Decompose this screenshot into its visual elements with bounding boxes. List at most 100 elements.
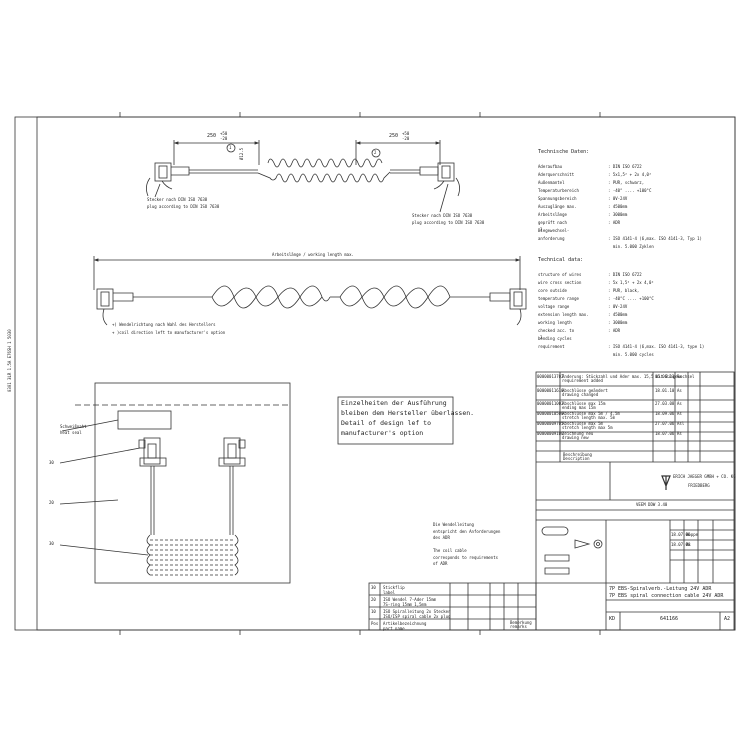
tech-row-key: geprüft nach	[538, 220, 567, 225]
detail-note-line: bleiben dem Hersteller überlassen.	[341, 409, 475, 417]
rev-row-de: Abschlüsse geändert	[562, 388, 608, 393]
tech-row-value: min. 5.000 cycles	[608, 352, 654, 357]
rev-row-by: Rs	[677, 431, 682, 436]
rev-row-en: stretch length max 5m	[562, 425, 613, 430]
name-1: Hoppe	[686, 532, 699, 537]
heat-seal-en: heat seal	[60, 430, 82, 435]
adr-note-line: Die Wendelleitung	[433, 522, 474, 527]
part-de: Artikelbezeichnung	[383, 621, 427, 626]
tech-row-value: : ISO 4141-4 (6,max. ISO 4141-3, type 1)	[608, 344, 705, 349]
detail-view	[59, 382, 291, 584]
tech-row-key: Arbeitslänge	[538, 212, 567, 217]
label-20: 20	[49, 500, 54, 505]
rev-row-id: 00000009100	[537, 431, 564, 436]
tech-row-value: : -40°C .... +100°C	[608, 296, 654, 301]
date-1: 18.07.06	[671, 532, 691, 537]
rev-row-id: 00000010500	[537, 411, 564, 416]
tech-row-key: Biegewechsel-	[538, 228, 570, 233]
tech-row-value: : 0V-24V	[608, 304, 628, 309]
tech-data-en: Technical data: structure of wires: DIN …	[538, 258, 704, 357]
rev-row-date: 27.07.06	[655, 421, 675, 426]
tech-row-value: : 5x1,5² + 2x 4,0²	[608, 172, 652, 177]
tech-row-key: wire cross section	[538, 280, 582, 285]
coil-compressed	[257, 171, 391, 183]
dim-left-tol: +50 -20	[220, 131, 228, 141]
tech-row-value: : ADR	[608, 328, 621, 333]
tech-row-key: requirement	[538, 344, 565, 349]
rev-row-de: Abschlüsse max 15m	[562, 401, 606, 406]
tech-row-key: structure of wires	[538, 272, 582, 277]
tech-row-key: Temperaturbereich	[538, 188, 579, 193]
tech-row-value: : DIN ISO 6722	[608, 164, 642, 169]
cable-view-stretched	[93, 256, 527, 326]
rev-row-id: 00000013702	[537, 374, 564, 379]
heat-seal-de: Schweißnaht	[60, 424, 87, 429]
rev-row-en: drawing changed	[562, 392, 599, 397]
rev-col-en: Description	[563, 456, 590, 461]
tech-row-value: : 5x 1,5² + 2x 4,0²	[608, 280, 654, 285]
rev-row-by: As	[677, 388, 682, 393]
tech-de-title: Technische Daten:	[538, 149, 590, 155]
rev-row-de: Änderung: Stückzahl und Ader max. 15,5 m…	[562, 374, 695, 379]
tech-row-key: voltage range	[538, 304, 570, 309]
rev-row-id: 00000011610	[537, 388, 564, 393]
tech-row-key: temperature range	[538, 296, 579, 301]
parts-list	[368, 582, 537, 631]
part-en: label	[383, 590, 396, 595]
label-30a: 30	[49, 460, 54, 465]
part-pos: Pos	[371, 621, 379, 626]
callout-3b: 3	[540, 335, 543, 340]
plug-right-de: Stecker nach DIN ISO 7638	[412, 213, 473, 218]
tech-row-key: bending cycles	[538, 336, 572, 341]
cad-label: VEEM DDW 3.40	[636, 502, 668, 507]
label-30b: 30	[49, 541, 54, 546]
drawing-number: 641166	[660, 616, 679, 622]
rev-row-by: Asl	[677, 421, 685, 426]
part-en: 7S-ring 15mm 1,5mm	[383, 602, 427, 607]
company-logo	[661, 475, 671, 490]
part-en: ISO/ISP spiral cable 2x plug	[383, 614, 451, 619]
tech-row-key: working length	[538, 320, 572, 325]
parts-note: Bemerkung	[510, 620, 532, 625]
plug-left-en: plug according to DIN ISO 7638	[147, 204, 220, 209]
tech-data-de: Technische Daten: Aderaufbau: DIN ISO 67…	[538, 149, 702, 249]
tech-row-value: : DIN ISO 6722	[608, 272, 642, 277]
tech-row-value: : -40° .... +100°C	[608, 188, 652, 193]
rev-row-en: stretch length max. 5m	[562, 415, 615, 420]
rev-row-by: As	[677, 401, 682, 406]
rev-col-de: Beschreibung	[563, 452, 592, 457]
rev-row-by: As	[677, 411, 682, 416]
tech-row-key: anforderung	[538, 236, 565, 241]
rev-row-date: 18.01.10	[655, 388, 675, 393]
company-name: ERICH JAEGER GMBH + CO. KG	[673, 474, 736, 479]
detail-note-line: Detail of design lef to	[341, 419, 432, 427]
tech-row-key: Außenmantel	[538, 180, 565, 185]
tech-row-key: Aderquerschnitt	[538, 172, 575, 177]
rev-row-date: 18.07.06	[655, 431, 675, 436]
sheet-format: A2	[724, 616, 731, 622]
title-en: 7P EBS spiral connection cable 24V ADR	[609, 593, 724, 599]
tech-row-key: Auszuglänge max.	[538, 204, 577, 209]
phi-label: Ø12.5	[239, 147, 244, 160]
company-sub: FRIEDBERG	[688, 483, 710, 488]
coil-note-de: +) Wendelrichtung nach Wahl des Herstell…	[112, 322, 216, 327]
tech-row-value: : PUR, schwarz,	[608, 180, 645, 185]
adr-note-line: corresponds to requirements	[433, 554, 499, 560]
tech-row-key: checked acc. to	[538, 328, 575, 333]
rev-row-by: Rs	[677, 374, 682, 379]
plug-left-de: Stecker nach DIN ISO 7638	[147, 197, 208, 202]
rev-row-de: Abschlüsse max 5m / 4,5m	[562, 411, 620, 416]
rev-row-en: requirement added	[562, 378, 603, 383]
parts-note-en: remarks	[510, 624, 527, 629]
tech-row-value: : PUR, black,	[608, 288, 640, 293]
adr-note-line: The coil cable	[433, 548, 467, 553]
callout-3a: 3	[540, 227, 543, 232]
cable-view-coiled	[146, 140, 460, 213]
adr-note-line: des ADR	[433, 535, 450, 540]
dim-right: 250	[389, 133, 399, 139]
tech-row-value: : 0V-24V	[608, 196, 628, 201]
tech-row-value: : ADR	[608, 220, 621, 225]
dim-right-tol: +50 -20	[402, 131, 410, 141]
tech-row-key: Spannungsbereich	[538, 196, 577, 201]
